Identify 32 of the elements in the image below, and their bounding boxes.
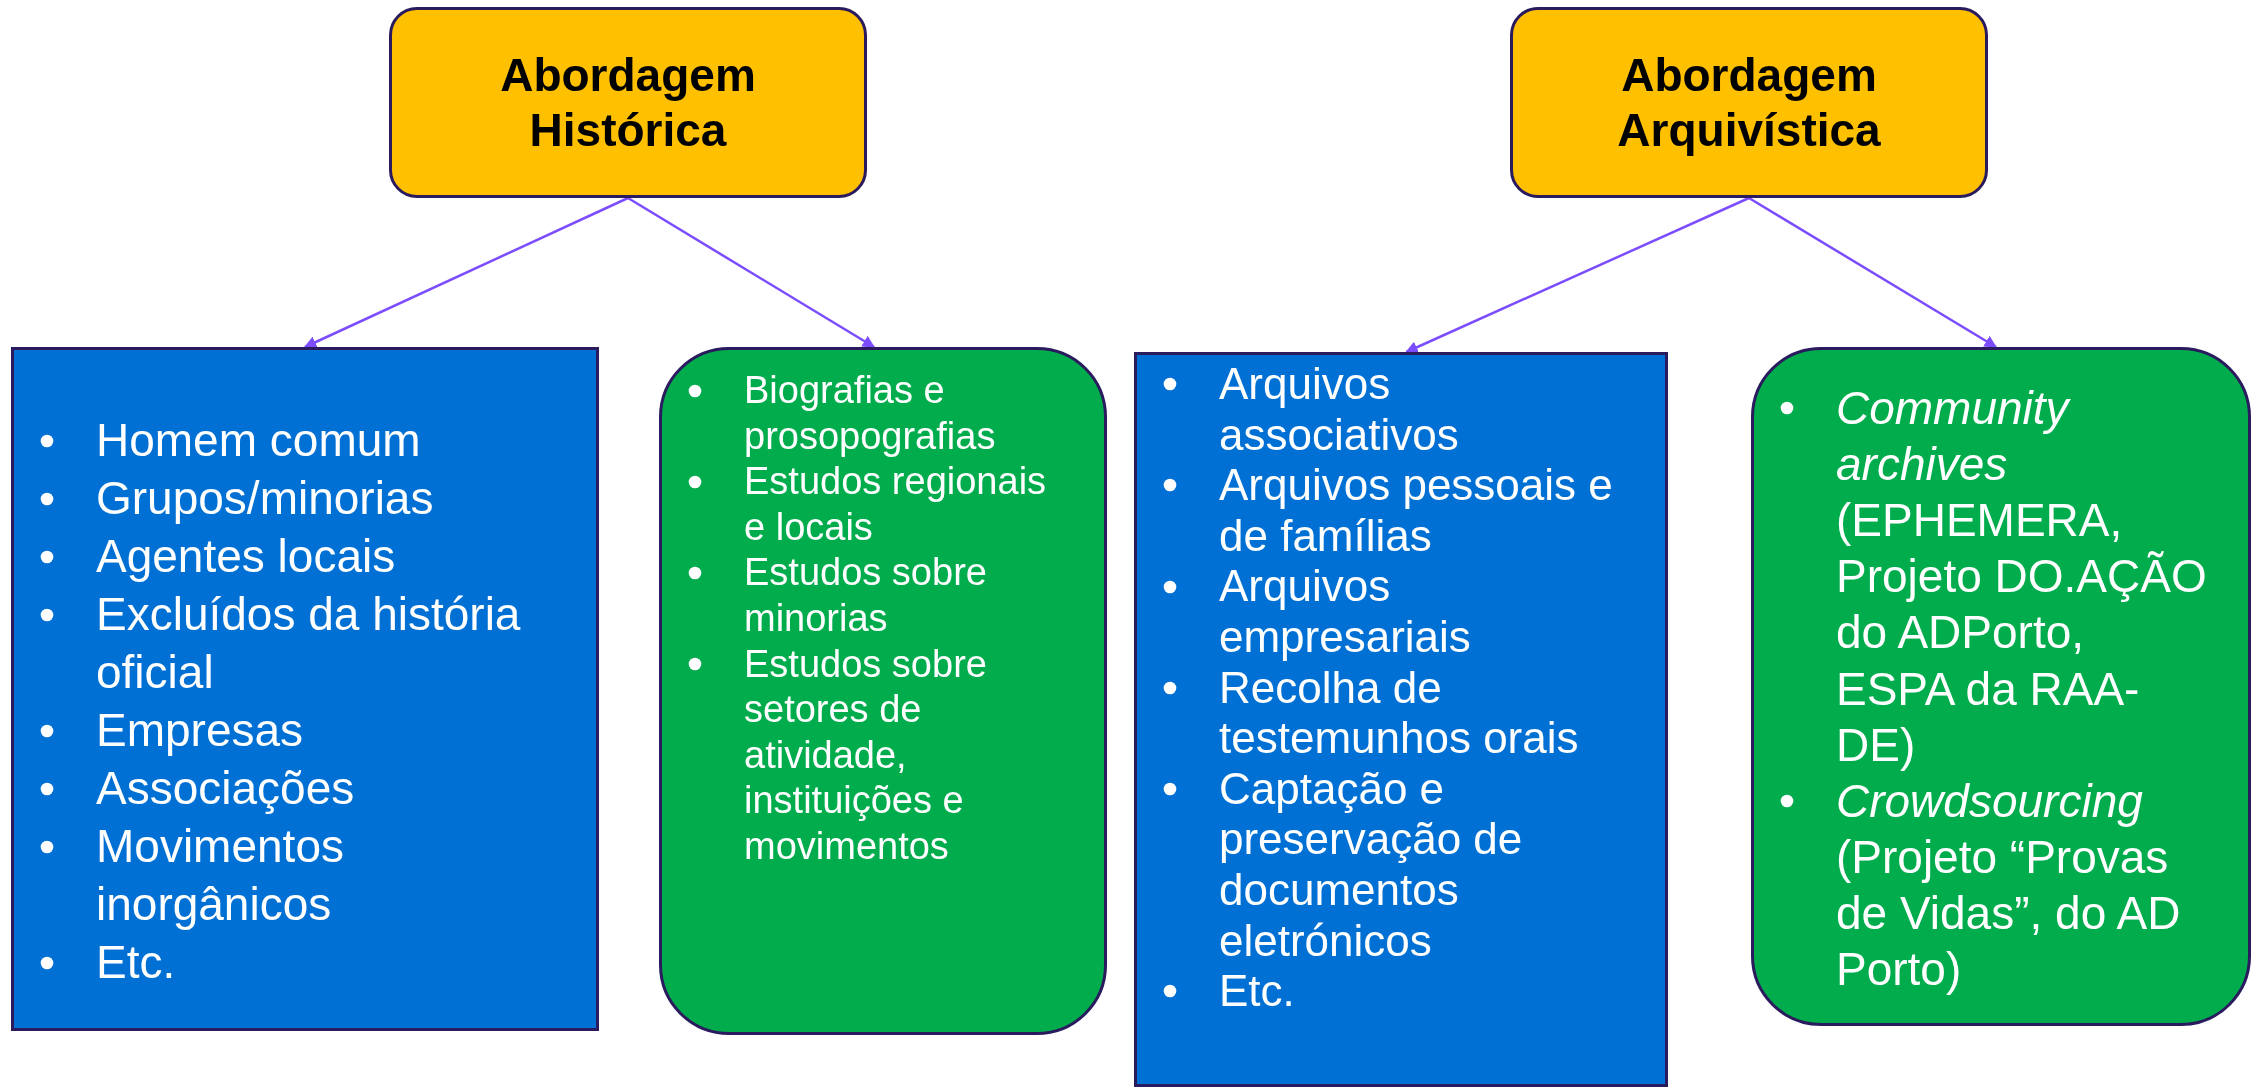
list-item: Agentes locais (96, 529, 396, 582)
list-item: Community archives (EPHEMERA, Projeto DO.AÇÃO do ADPorto, ESPA da RAA-DE) (1836, 382, 2207, 771)
list-item: Movimentos inorgânicos (96, 819, 344, 930)
arrow (1405, 196, 1750, 354)
list-item: Crowdsourcing (Projeto “Provas de Vidas”, do AD Porto) (1836, 774, 2181, 996)
list-item: Excluídos da história oficial (96, 587, 521, 698)
list-item: Estudos sobre minorias (744, 551, 987, 639)
list-item: Estudos regionais e locais (744, 460, 1047, 548)
heading-box (389, 7, 867, 198)
list-item: Associações (96, 761, 355, 814)
list-box (11, 347, 599, 1031)
heading-text: Abordagem Arquivística (1616, 48, 1882, 157)
arrow (303, 196, 629, 349)
list-item: Recolha de testemunhos orais (1219, 662, 1579, 763)
list-item: Grupos/minorias (96, 471, 434, 524)
list-item: Estudos sobre setores de atividade, instituições e movimentos (744, 642, 987, 867)
heading-box (1510, 7, 1988, 198)
list-item: Empresas (96, 703, 304, 756)
list-item: Arquivos empresariais (1219, 561, 1471, 661)
list-item: Arquivos associativos (1219, 359, 1459, 459)
arrow (1748, 196, 1998, 349)
rounded-list-box (1751, 347, 2251, 1026)
list-box (1134, 352, 1668, 1087)
list-item: Homem comum (96, 414, 421, 466)
list-item: Captação e preservação de documentos eletrónicos (1219, 763, 1523, 965)
rounded-list-box (659, 347, 1107, 1035)
heading-text: Abordagem Histórica (499, 48, 757, 157)
arrow (627, 196, 876, 349)
list-item: Etc. (96, 935, 176, 988)
list-item: Etc. (1219, 966, 1295, 1016)
list-item: Biografias e prosopografias (744, 369, 996, 457)
list-item: Arquivos pessoais e de famílias (1219, 460, 1613, 560)
